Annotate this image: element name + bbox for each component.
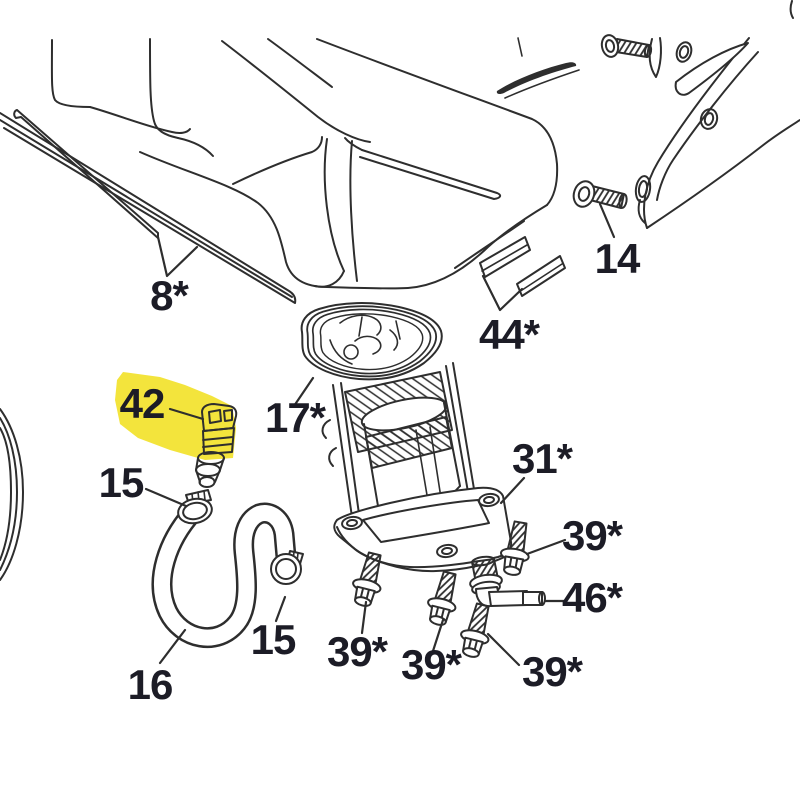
part-label-16: 16 xyxy=(127,661,174,708)
pump-top-detail xyxy=(329,314,401,365)
part-label-14: 14 xyxy=(594,235,641,282)
hose-clamp-upper xyxy=(177,489,213,525)
hose-clamp-lower xyxy=(270,550,304,585)
part-label-39-left: 39* xyxy=(326,628,388,675)
part-label-44: 44* xyxy=(478,311,540,358)
part-label-46: 46* xyxy=(561,574,623,621)
part-label-39-middle: 39* xyxy=(400,641,462,688)
fuel-pump-assembly xyxy=(321,362,513,573)
pump-mounting-flange xyxy=(333,486,513,573)
side-cover-panel xyxy=(634,0,800,229)
bolt-14 xyxy=(572,180,628,209)
gasket-17 xyxy=(300,302,443,381)
part-label-39-bottom: 39* xyxy=(521,648,583,695)
part-label-8: 8* xyxy=(150,272,189,319)
part-label-15-lower: 15 xyxy=(250,616,297,663)
panel-fragment-left xyxy=(0,408,24,581)
fuel-hose-16 xyxy=(151,502,297,649)
part-label-17: 17* xyxy=(264,394,326,441)
leader-lines xyxy=(144,202,616,667)
part-label-39-right: 39* xyxy=(561,512,623,559)
highlight-mark-42 xyxy=(115,372,236,460)
part-label-15-upper: 15 xyxy=(98,459,145,506)
cushion-pads-44 xyxy=(479,236,566,297)
fuel-tank xyxy=(50,38,559,290)
rubber-strip xyxy=(496,37,580,99)
panel-grommets xyxy=(634,41,719,224)
quick-connector-42 xyxy=(195,403,238,488)
part-label-31: 31* xyxy=(511,435,573,482)
part-label-42: 42 xyxy=(119,380,166,427)
elbow-fitting-46 xyxy=(469,555,546,608)
trim-strip-upper xyxy=(13,109,159,239)
panel-screw xyxy=(600,34,653,58)
trim-strip-lower xyxy=(0,112,297,304)
